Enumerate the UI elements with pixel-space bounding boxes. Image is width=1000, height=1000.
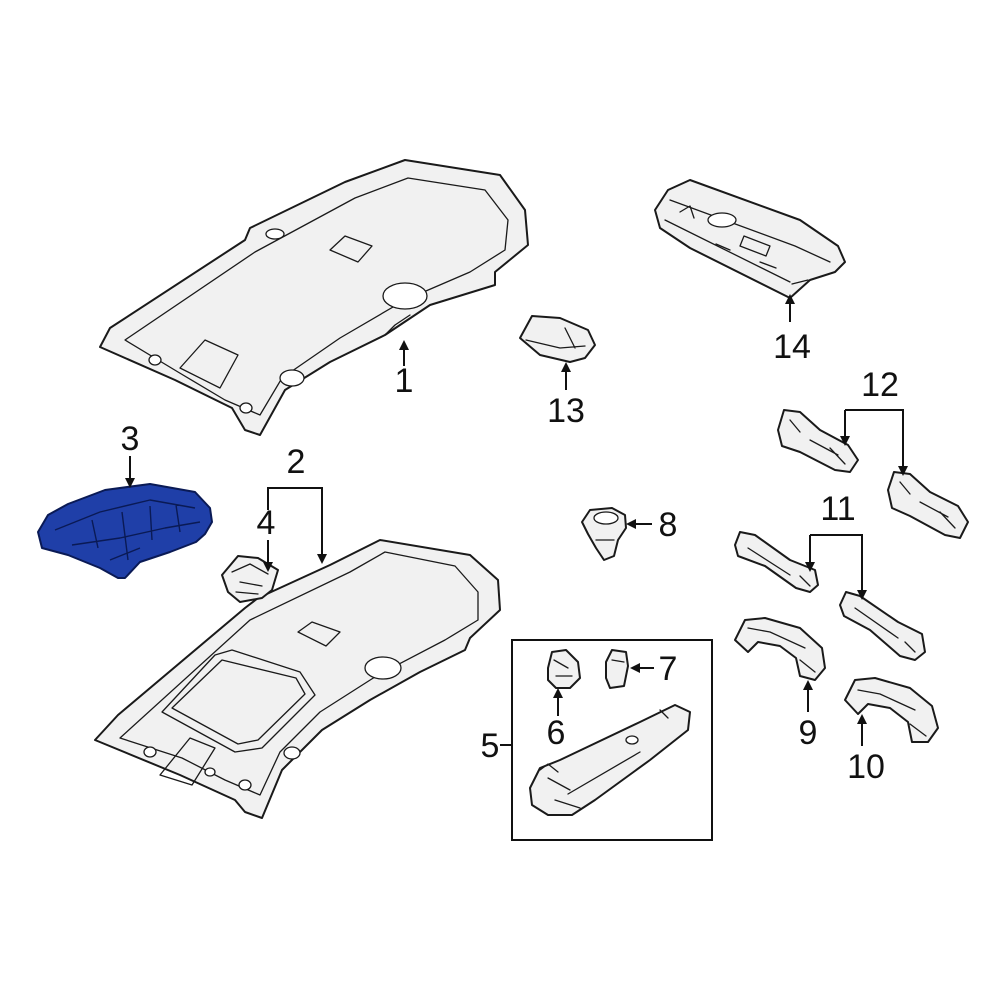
callout-2: 2 xyxy=(287,443,306,481)
bracket-part-12-right[interactable] xyxy=(887,471,969,539)
callout-1: 1 xyxy=(395,362,414,400)
callout-6: 6 xyxy=(547,714,566,752)
callout-11: 11 xyxy=(820,490,855,528)
grab-handle-part-10[interactable] xyxy=(844,677,939,743)
sun-visor[interactable] xyxy=(529,704,691,816)
callout-5: 5 xyxy=(481,727,500,765)
grab-handle-part-9[interactable] xyxy=(734,617,826,681)
bracket-part-11-left[interactable] xyxy=(734,531,819,593)
headliner-lower[interactable] xyxy=(94,539,501,819)
lamp-part-13[interactable] xyxy=(519,315,596,363)
callout-3: 3 xyxy=(121,420,140,458)
callout-14: 14 xyxy=(773,328,811,366)
callout-13: 13 xyxy=(547,392,585,430)
callout-9: 9 xyxy=(799,714,818,752)
callout-7: 7 xyxy=(659,650,678,688)
map-lamp-part-14[interactable] xyxy=(654,179,846,299)
visor-clip-part-6[interactable] xyxy=(547,649,581,689)
callout-10: 10 xyxy=(847,748,885,786)
callout-4: 4 xyxy=(257,504,276,542)
overhead-console-part-3[interactable] xyxy=(37,483,213,579)
headliner-upper[interactable] xyxy=(99,159,529,436)
callout-8: 8 xyxy=(659,506,678,544)
bracket-part-12-left[interactable] xyxy=(777,409,859,473)
callout-12: 12 xyxy=(861,366,899,404)
sun-visor-group-box xyxy=(511,639,713,841)
bracket-part-11-right[interactable] xyxy=(839,591,926,661)
clip-part-8[interactable] xyxy=(581,507,627,561)
clip-part-7[interactable] xyxy=(605,649,629,689)
